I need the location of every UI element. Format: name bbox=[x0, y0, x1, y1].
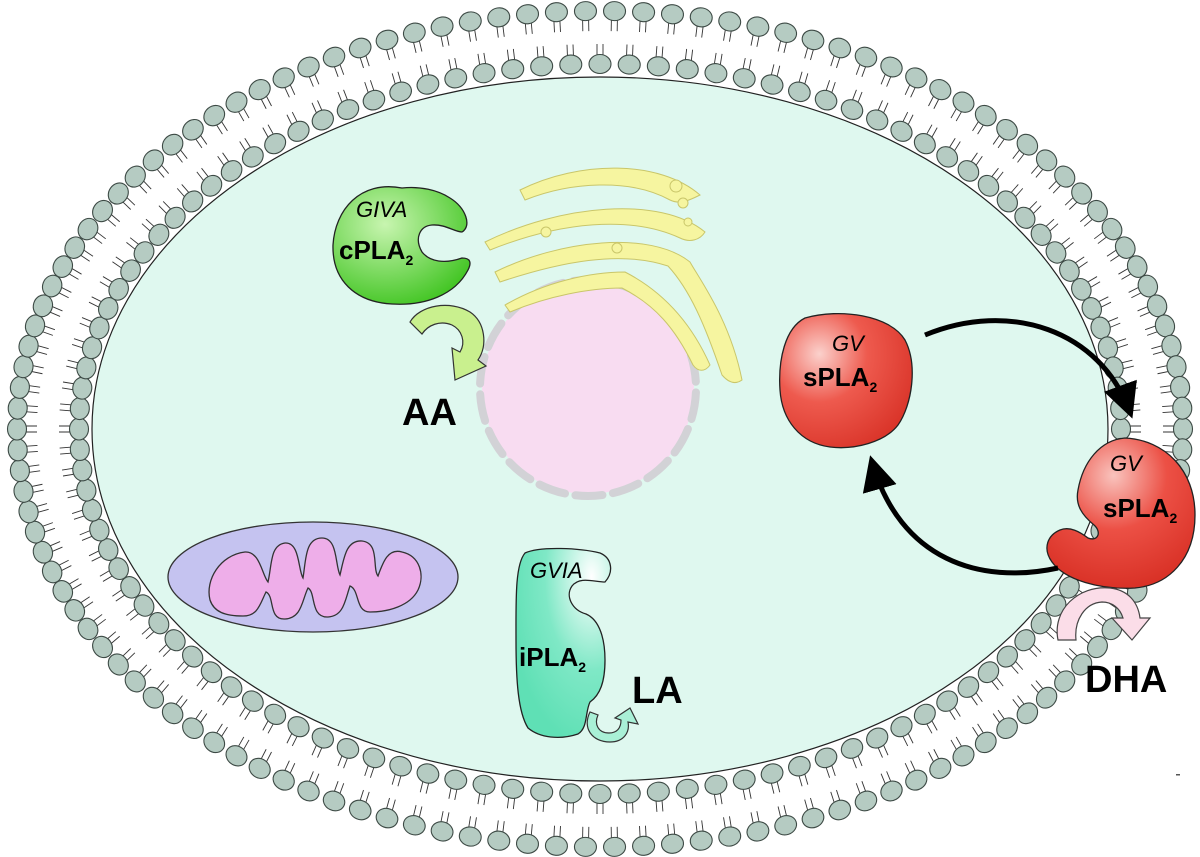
curved-arrow-icon bbox=[409, 304, 488, 381]
spla2-bound-subscript: 2 bbox=[1169, 510, 1177, 526]
spla2-bound-group-label: GV bbox=[1110, 451, 1144, 476]
ipla2-enzyme: GVIA iPLA2 bbox=[515, 547, 612, 739]
cpla2-subscript: 2 bbox=[405, 252, 413, 268]
spla2-free-subscript: 2 bbox=[869, 379, 877, 395]
dha-product-label: DHA bbox=[1085, 659, 1167, 701]
svg-text:sPLA2: sPLA2 bbox=[1103, 493, 1177, 526]
spla2-free-group-label: GV bbox=[832, 331, 866, 356]
speck bbox=[1176, 774, 1180, 776]
mitochondrion-icon bbox=[167, 521, 459, 633]
svg-text:sPLA2: sPLA2 bbox=[803, 362, 877, 395]
cpla2-name-label: cPLA bbox=[339, 235, 406, 265]
spla2-bound-name-label: sPLA bbox=[1103, 493, 1170, 523]
svg-text:cPLA2: cPLA2 bbox=[339, 235, 413, 268]
ipla2-subscript: 2 bbox=[578, 659, 586, 675]
spla2-free-enzyme: GV sPLA2 bbox=[779, 312, 913, 449]
cpla2-group-label: GIVA bbox=[356, 197, 407, 222]
curved-arrow-icon bbox=[1056, 587, 1152, 641]
aa-product-label: AA bbox=[402, 392, 457, 434]
spla2-free-name-label: sPLA bbox=[803, 362, 870, 392]
curved-arrow-icon bbox=[924, 318, 1137, 419]
spla2-bound-enzyme: GV sPLA2 bbox=[1046, 437, 1196, 589]
golgi-apparatus-icon bbox=[484, 167, 743, 383]
cpla2-enzyme: GIVA cPLA2 bbox=[332, 186, 471, 305]
curved-arrow-icon bbox=[862, 455, 1059, 576]
svg-text:iPLA2: iPLA2 bbox=[519, 642, 586, 675]
ipla2-name-label: iPLA bbox=[519, 642, 578, 672]
curved-arrow-icon bbox=[586, 707, 640, 743]
ipla2-group-label: GVIA bbox=[530, 558, 583, 583]
la-product-label: LA bbox=[632, 670, 683, 712]
